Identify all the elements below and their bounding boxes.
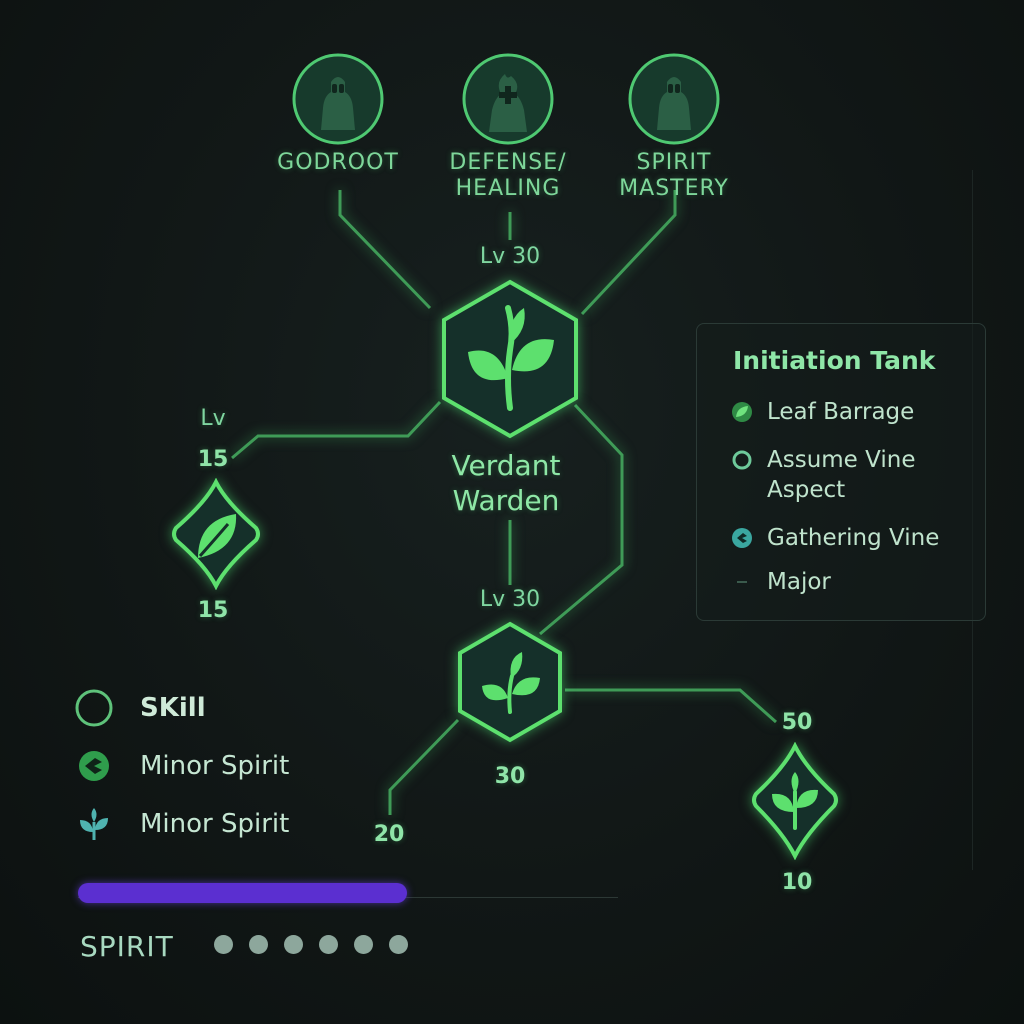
vine-badge-icon [74,746,114,786]
lower-node-level-tag: Lv 30 [479,587,541,612]
panel-item-label: Assume Vine Aspect [767,447,916,503]
leaf-sprig-icon [482,652,540,714]
spirit-pip[interactable] [354,935,373,954]
school-label-spirit-mastery: SPIRIT MASTERY [619,150,729,201]
spirit-pip[interactable] [389,935,408,954]
spirit-pips [214,935,408,954]
school-label-godroot: GODROOT [277,150,399,175]
left-branch-value: 20 [373,822,405,847]
panel-item-label: Major [767,569,831,595]
vine-badge-icon [732,528,752,548]
legend-label: Minor Spirit [140,751,290,781]
leaf-icon [732,402,752,422]
legend-label: SKill [140,693,206,723]
panel-title: Initiation Tank [733,346,936,375]
school-godroot-icon[interactable] [291,52,385,150]
spirit-pip[interactable] [249,935,268,954]
ring-icon [732,450,752,470]
left-node-level-number: 15 [197,447,229,472]
center-node-title: Verdant Warden [451,449,561,517]
panel-item-assume-vine-aspect[interactable]: Assume Vine Aspect [731,446,916,506]
school-spirit-mastery-icon[interactable] [627,52,721,150]
lower-skill-node[interactable] [456,620,564,748]
spirit-progress-fill [78,883,407,903]
leaf-sprig-icon [468,305,554,411]
legend-item-skill: SKill [74,688,206,728]
left-node-level-label: Lv [200,406,226,431]
left-skill-node[interactable] [168,477,264,594]
panel-item-major[interactable]: Major [731,568,831,598]
center-level-tag: Lv 30 [479,244,541,269]
lower-node-value: 30 [494,764,526,789]
right-node-level-number: 50 [781,710,813,735]
sprout-icon [772,772,818,830]
spirit-progress-track [78,883,618,903]
right-skill-node[interactable] [748,741,842,864]
spirit-pip[interactable] [284,935,303,954]
legend-item-minor-spirit-sprout: Minor Spirit [74,804,289,844]
panel-item-gathering-vine[interactable]: Gathering Vine [731,524,939,554]
school-defense-healing-icon[interactable] [461,52,555,150]
panel-item-leaf-barrage[interactable]: Leaf Barrage [731,398,914,428]
center-skill-node[interactable] [438,278,582,444]
legend-item-minor-spirit-badge: Minor Spirit [74,746,289,786]
skill-info-panel: Initiation Tank Leaf Barrage Assume Vine… [696,323,986,621]
panel-item-label: Leaf Barrage [767,399,915,425]
right-node-value: 10 [781,870,813,895]
sprout-icon [74,804,114,844]
panel-item-label: Gathering Vine [767,525,940,551]
ring-icon [74,688,114,728]
spirit-label: SPIRIT [80,930,174,963]
school-label-defense-healing: DEFENSE/ HEALING [449,150,567,201]
legend-label: Minor Spirit [140,809,290,839]
spirit-pip[interactable] [214,935,233,954]
left-node-value: 15 [197,598,229,623]
spirit-pip[interactable] [319,935,338,954]
dash-icon [737,581,747,583]
